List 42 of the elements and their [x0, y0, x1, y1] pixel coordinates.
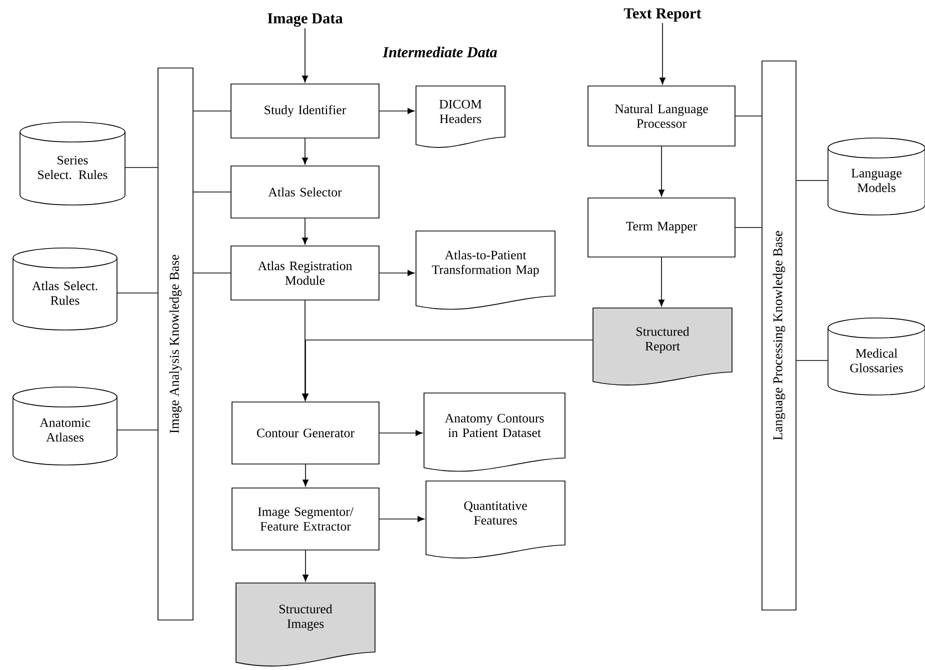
arrow [658, 257, 664, 306]
connector-line [125, 167, 158, 168]
process-box: Atlas Registration Module [230, 246, 380, 300]
arrow [379, 270, 414, 276]
process-box: Term Mapper [588, 198, 736, 258]
arrow [302, 138, 308, 164]
section-heading: Intermediate Data [382, 46, 497, 58]
knowledge-base-bar: Language Processing Knowledge Base [762, 60, 796, 610]
connector-line [796, 180, 828, 181]
input-label: Image Data [268, 13, 343, 27]
input-label: Text Report [624, 8, 702, 22]
database-cylinder: Series Select. Rules [20, 122, 126, 206]
arrow [379, 430, 422, 436]
node-label: Language Models [851, 168, 902, 192]
connector-line [117, 292, 158, 294]
connector-line [193, 272, 231, 274]
node-label: Atlas Select. Rules [32, 281, 98, 305]
arrow [302, 340, 593, 400]
connector-line [193, 110, 231, 112]
arrow [302, 218, 308, 244]
database-cylinder: Anatomic Atlases [12, 386, 118, 466]
process-box: Contour Generator [232, 402, 380, 464]
process-box: Image Segmentor/ Feature Extractor [232, 488, 380, 550]
arrow [379, 516, 424, 522]
arrow [302, 550, 308, 582]
knowledge-base-bar: Image Analysis Knowledge Base [158, 68, 194, 620]
arrow [302, 28, 308, 82]
process-box: Natural Language Processor [588, 86, 736, 146]
arrow [658, 146, 664, 196]
process-box: Atlas Selector [230, 166, 380, 218]
node-label: Medical Glossaries [850, 348, 903, 372]
database-cylinder: Medical Glossaries [828, 318, 925, 396]
arrow [302, 464, 308, 486]
node-label: Anatomic Atlases [40, 418, 90, 442]
database-cylinder: Atlas Select. Rules [12, 248, 118, 330]
process-box: Study Identifier [230, 84, 380, 138]
arrow [660, 22, 666, 84]
connector-line [796, 360, 828, 361]
database-cylinder: Language Models [828, 138, 925, 216]
connector-line [735, 227, 762, 228]
arrow [379, 108, 414, 114]
node-label: Series Select. Rules [38, 156, 108, 180]
